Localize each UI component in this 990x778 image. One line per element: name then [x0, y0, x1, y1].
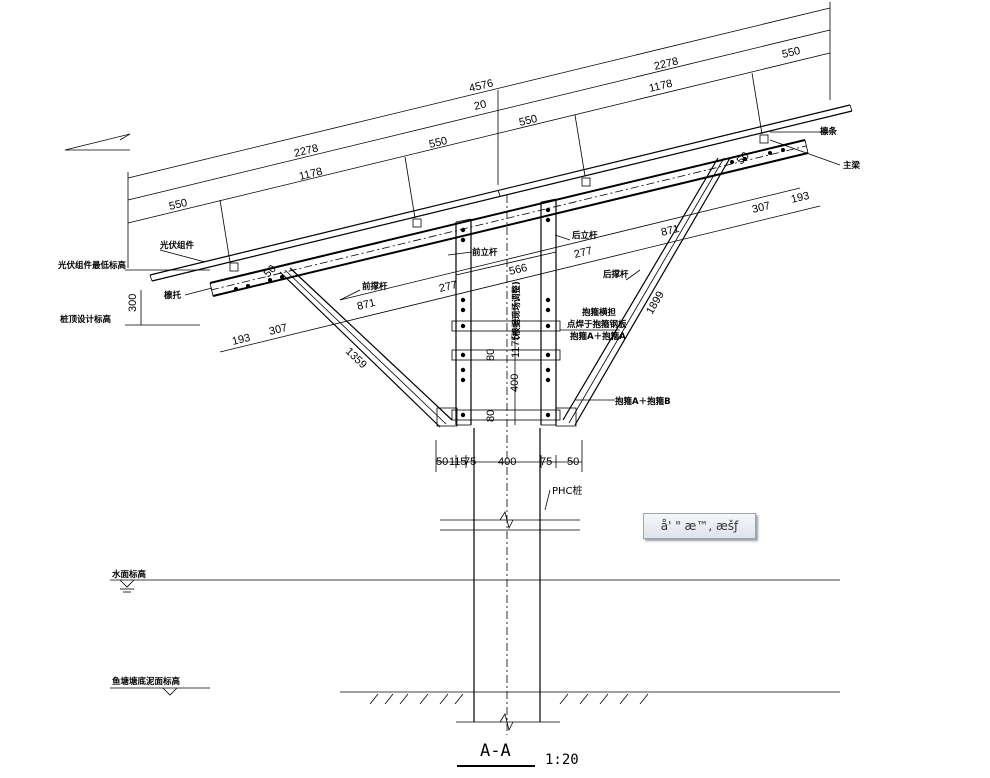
label-phc-pile: PHC桩	[552, 484, 583, 497]
dim-base-75-left: 75	[464, 456, 476, 468]
purlin-brackets	[229, 134, 769, 272]
section-title: A-A 1:20	[457, 741, 579, 768]
dim-gap-80-bottom: 80	[485, 410, 497, 422]
dim-top-total: 4576	[468, 77, 495, 94]
dim-bottom-193-left: 193	[231, 332, 252, 348]
label-front-post: 前立杆	[472, 247, 498, 258]
view-title: A-A	[480, 741, 511, 761]
label-main-beam: 主梁	[843, 160, 861, 171]
dim-post-400: 400	[509, 374, 521, 392]
dim-right-inner-550: 550	[518, 113, 539, 129]
hoop-plates	[451, 320, 561, 421]
dim-span-566: 566	[508, 262, 529, 278]
label-leaders	[159, 131, 841, 511]
front-brace	[279, 267, 458, 428]
dim-base-75-right: 75	[540, 456, 552, 468]
dim-left-1178: 1178	[298, 166, 324, 183]
bottom-dimension-lines	[125, 187, 821, 472]
mud-level-line	[110, 687, 840, 705]
dim-post-277-right: 277	[573, 245, 594, 261]
dim-base-115: 115	[449, 456, 467, 468]
dim-left-inner-550: 550	[428, 135, 449, 151]
view-direction-marker	[64, 133, 131, 151]
label-mud-level: 鱼塘塘底泥面标高	[112, 676, 181, 687]
label-pv-module: 光伏组件	[159, 240, 195, 251]
front-post	[455, 218, 472, 426]
label-purlin: 檩条	[820, 126, 838, 137]
dim-post-277-left: 277	[438, 279, 459, 295]
dim-base-400: 400	[498, 456, 516, 468]
dim-rear-brace: 1899	[644, 289, 667, 316]
pv-module-panel	[149, 104, 853, 282]
label-purlin-bracket: 檩托	[164, 290, 182, 301]
dim-post-1175: 1175	[510, 334, 522, 358]
dim-height-300: 300	[127, 294, 139, 312]
dim-top-half-left: 2278	[293, 142, 320, 159]
dim-bottom-193-right: 193	[790, 190, 811, 206]
revision-stamp-text: å' " æ™, æšƒ	[660, 519, 739, 533]
annotation-labels: 光伏组件 光伏组件最低标高 桩顶设计标高 檩托 檩条 主梁 前立杆 后立杆 前撑…	[57, 126, 861, 687]
rear-brace	[555, 157, 731, 427]
dim-right-1178: 1178	[648, 78, 674, 95]
view-scale: 1:20	[545, 752, 579, 768]
dim-front-871: 871	[356, 297, 377, 313]
dimension-texts: 4576 2278 2278 20 550 1178 550 550 1178 …	[127, 45, 811, 468]
dim-bottom-307-right: 307	[751, 200, 772, 216]
dim-left-550: 550	[168, 197, 189, 213]
label-hoop-ab-1: 抱箍A＋抱箍A	[570, 331, 626, 342]
dim-base-50-left: 50	[436, 456, 448, 468]
dim-top-gap: 20	[473, 98, 488, 113]
dim-base-50-right: 50	[567, 456, 579, 468]
bolt-marks	[234, 148, 785, 418]
label-pv-module-low-elev: 光伏组件最低标高	[57, 260, 127, 271]
phc-pile	[440, 195, 580, 735]
label-rear-brace: 后撑杆	[603, 269, 629, 280]
label-post-note: (根据现场调整)	[511, 281, 522, 340]
dim-front-brace: 1359	[343, 346, 369, 372]
water-level-line	[110, 579, 840, 593]
dim-bottom-307-left: 307	[268, 322, 289, 338]
main-beam	[209, 139, 809, 297]
dim-top-half-right: 2278	[653, 55, 680, 72]
label-hoop-set: 抱箍横担	[582, 307, 617, 318]
label-front-brace: 前撑杆	[362, 281, 388, 292]
label-pile-top-elev: 桩顶设计标高	[60, 314, 112, 325]
top-dimension-lines	[127, 2, 831, 268]
revision-stamp: å' " æ™, æšƒ	[643, 513, 756, 539]
label-rear-post: 后立杆	[572, 230, 598, 241]
dim-gap-80-top: 80	[485, 349, 497, 361]
label-hoop-ab-2: 抱箍A＋抱箍B	[615, 396, 671, 407]
rear-post	[540, 198, 557, 426]
dim-rear-871: 871	[660, 223, 681, 239]
dim-end-50-left: 50	[262, 263, 279, 280]
label-water-level: 水面标高	[111, 569, 147, 580]
label-hoop-weld-note: 点焊于抱箍钢板	[567, 319, 627, 330]
dim-right-550: 550	[781, 45, 802, 61]
